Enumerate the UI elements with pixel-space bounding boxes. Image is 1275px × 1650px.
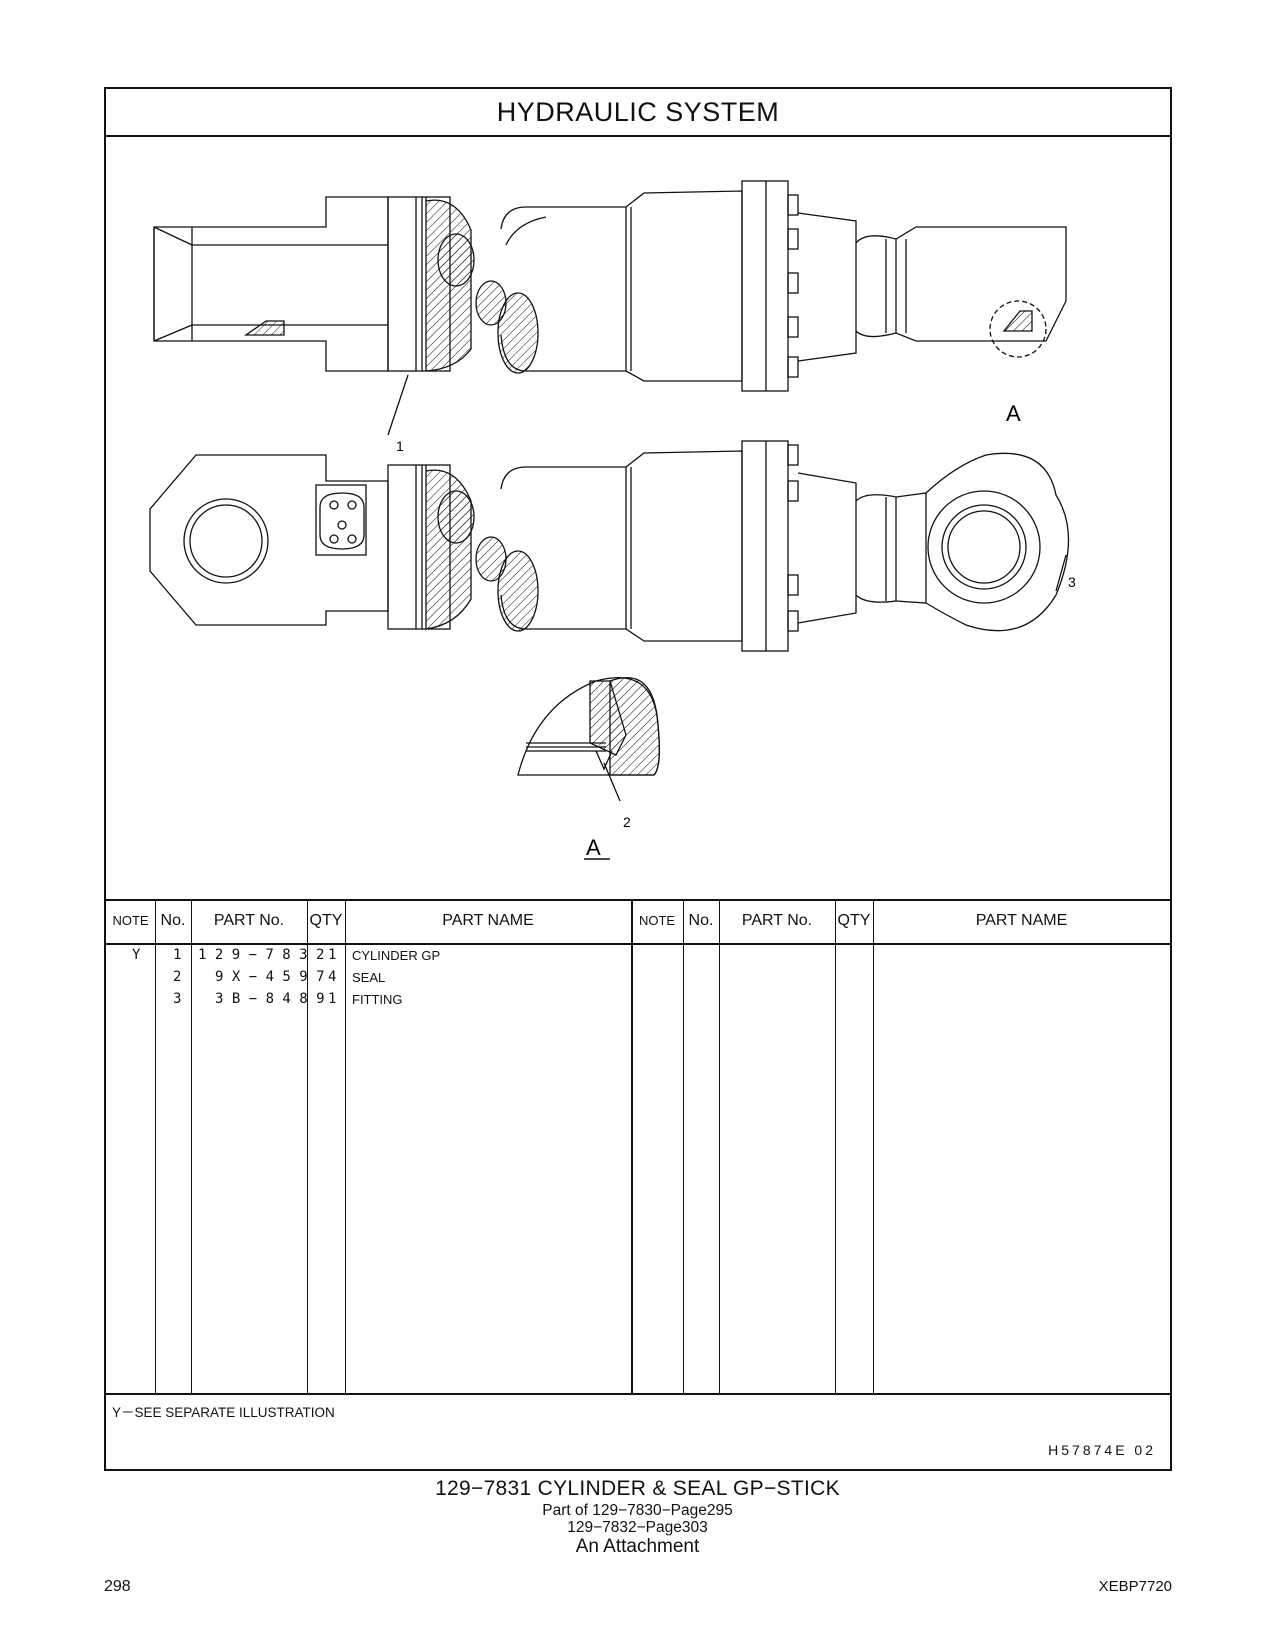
row2-part-no: 9 X − 4 5 9 7 (215, 969, 325, 985)
row3-part-no: 3 B − 8 4 8 9 (215, 991, 325, 1007)
illustration-ref: H57874E 02 (1048, 1442, 1156, 1458)
page-number: 298 (104, 1578, 131, 1595)
row1-no: 1 (173, 947, 182, 963)
row3-qty: 1 (328, 991, 337, 1007)
detail-a-label: A (586, 835, 601, 860)
header-note-left: NOTE (112, 913, 149, 928)
header-part-name-right: PART NAME (975, 912, 1068, 929)
row1-note: Y (132, 947, 141, 963)
caption-related-page: 129−7832−Page303 (567, 1519, 708, 1536)
parts-table-header: NOTE No. PART No. QTY PART NAME NOTE No.… (106, 899, 1170, 945)
header-qty-right: QTY (837, 912, 871, 929)
header-part-no-right: PART No. (741, 912, 813, 929)
header-no-right: No. (688, 912, 714, 929)
caption-part-of: Part of 129−7830−Page295 (542, 1502, 733, 1519)
header-qty-left: QTY (309, 912, 343, 929)
bottom-eye-end (149, 454, 389, 626)
row3-no: 3 (173, 991, 182, 1007)
parts-page-frame: HYDRAULIC SYSTEM (104, 87, 1172, 1471)
row2-qty: 4 (328, 969, 337, 985)
callout-1: 1 (396, 438, 404, 454)
header-part-name-left: PART NAME (442, 912, 534, 929)
top-rod-end-block (153, 196, 389, 372)
header-no-left: No. (160, 912, 186, 929)
footnote: Y－SEE SEPARATE ILLUSTRATION (112, 1405, 335, 1420)
header-note-right: NOTE (638, 913, 676, 928)
view-a-label: A (1006, 401, 1021, 426)
row1-part-name: CYLINDER GP (352, 948, 441, 963)
cylinder-drawing: 1 2 3 A A (149, 180, 1076, 860)
document-id: XEBP7720 (1098, 1578, 1172, 1595)
header-part-no-left: PART No. (213, 912, 285, 929)
caption-title: 129−7831 CYLINDER & SEAL GP−STICK (435, 1477, 840, 1500)
cylinder-illustration: 1 2 3 A A (106, 135, 1170, 901)
callout-3: 3 (1068, 574, 1076, 590)
callout-2: 2 (623, 814, 631, 830)
row1-part-no: 1 2 9 − 7 8 3 2 (198, 947, 325, 963)
caption-attachment: An Attachment (575, 1536, 700, 1557)
row3-part-name: FITTING (352, 992, 403, 1007)
row2-part-name: SEAL (352, 970, 386, 985)
section-title: HYDRAULIC SYSTEM (106, 89, 1170, 137)
parts-table-body: Y 1 1 2 9 − 7 8 3 2 1 CYLINDER GP 2 9 X … (106, 943, 1170, 1395)
row2-no: 2 (173, 969, 182, 985)
row1-qty: 1 (328, 947, 337, 963)
